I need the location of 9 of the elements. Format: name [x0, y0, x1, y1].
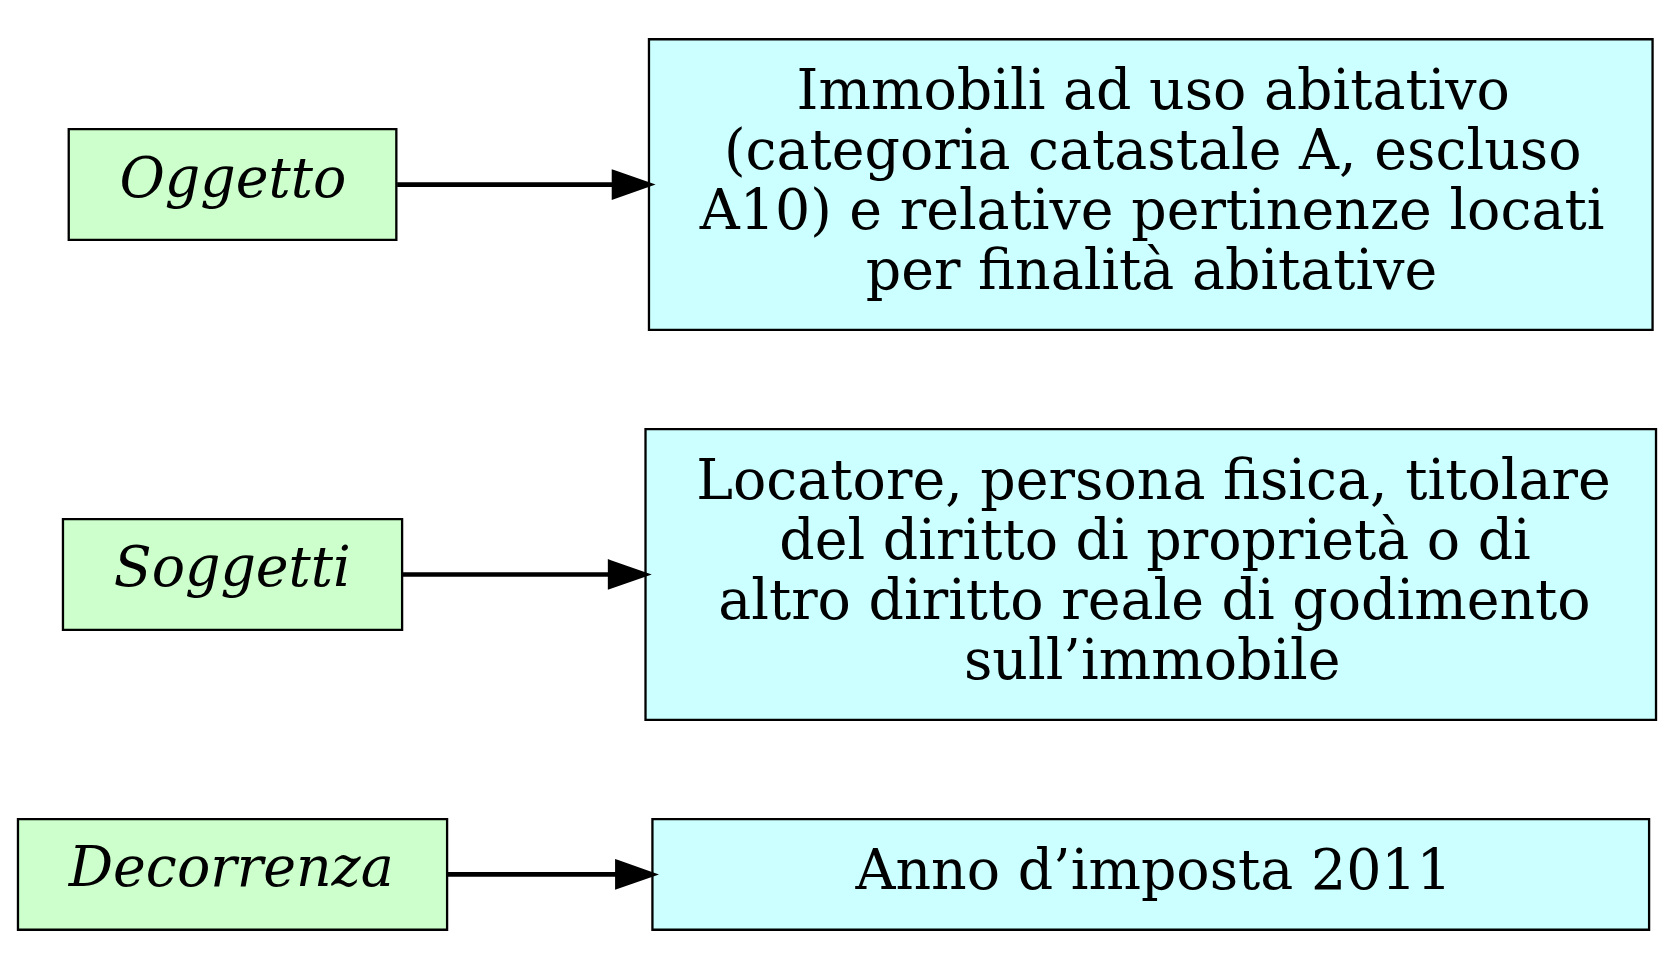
- arrow: [397, 169, 656, 200]
- node-box: Anno d’imposta 2011: [651, 817, 1651, 931]
- node-box: Immobili ad uso abitativo (categoria catastale A, escluso A10) e relative pertinenze locati per finalità abitative: [647, 38, 1654, 332]
- node-box: Decorrenza: [16, 817, 449, 931]
- arrow: [447, 859, 659, 890]
- node-box: Oggetto: [67, 128, 398, 242]
- arrow: [402, 559, 652, 590]
- node-box: Soggetti: [61, 517, 404, 631]
- node-box: Locatore, persona fisica, titolare del diritto di proprietà o di altro diritto reale di godimento sull’immobile: [644, 427, 1658, 721]
